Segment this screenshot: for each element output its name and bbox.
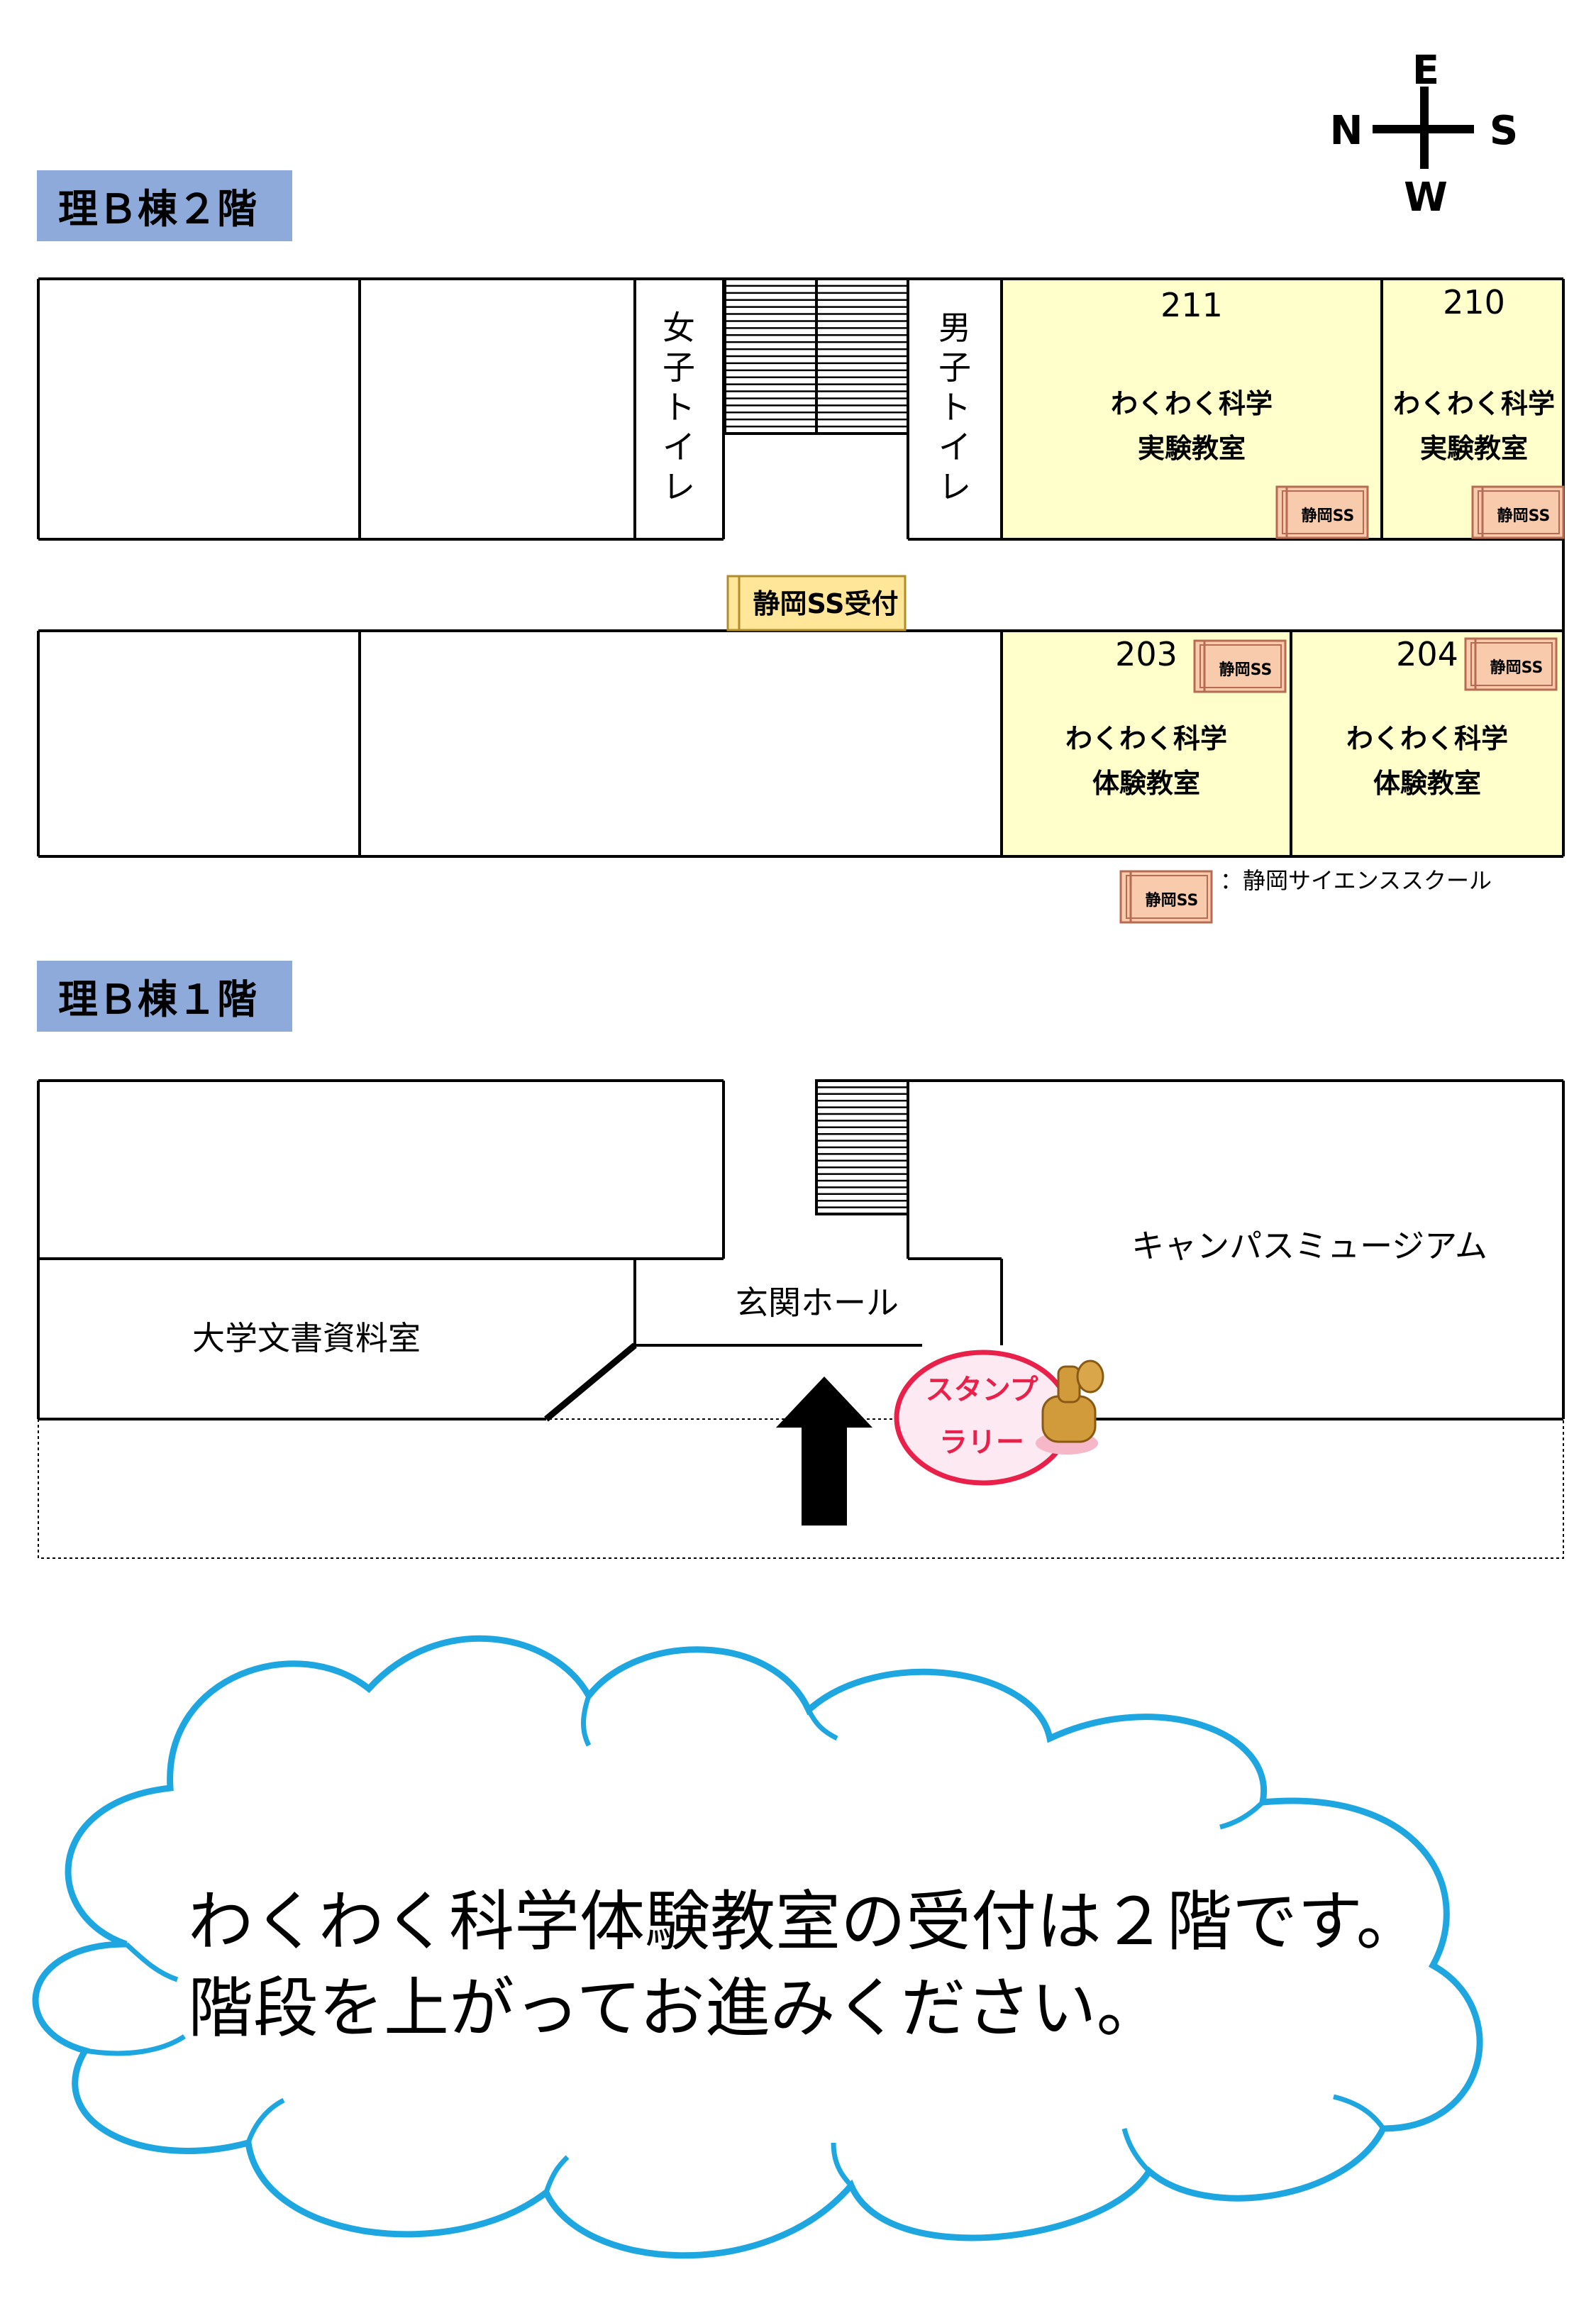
floor2-plan bbox=[37, 277, 1565, 858]
room-211-line2: 実験教室 bbox=[1138, 433, 1246, 464]
compass-west: W bbox=[1404, 175, 1448, 221]
ss-marker-210: 静岡SS bbox=[1471, 485, 1565, 539]
ss-legend: 静岡SS ：静岡サイエンススクール bbox=[1119, 867, 1492, 924]
floor2-title: 理Ｂ棟２階 bbox=[58, 187, 257, 233]
stairs-icon bbox=[724, 277, 909, 435]
notice-line1: わくわく科学体験教室の受付は２階です。 bbox=[188, 1884, 1422, 1960]
svg-text:静岡SS: 静岡SS bbox=[1146, 891, 1199, 910]
room-210-number: 210 bbox=[1443, 283, 1505, 321]
compass-south: S bbox=[1490, 108, 1518, 154]
room-210-line1: わくわく科学 bbox=[1393, 388, 1555, 419]
room-203-line1: わくわく科学 bbox=[1065, 723, 1227, 754]
ss-legend-marker: 静岡SS bbox=[1119, 870, 1213, 924]
stamp-line1: スタンプ bbox=[926, 1374, 1038, 1406]
compass-icon: E N S W bbox=[1330, 48, 1519, 221]
room-204-number: 204 bbox=[1396, 635, 1458, 673]
reception-marker[interactable]: 静岡SS受付 bbox=[726, 575, 907, 631]
svg-text:静岡SS: 静岡SS bbox=[1219, 661, 1273, 679]
stamp-rally-badge[interactable]: スタンプ ラリー bbox=[894, 1350, 1073, 1486]
campus-museum-label: キャンパスミュージアム bbox=[1131, 1227, 1487, 1265]
floor1-title-bg bbox=[37, 961, 292, 1032]
room-211-line1: わくわく科学 bbox=[1111, 388, 1273, 419]
room-204-line1: わくわく科学 bbox=[1346, 723, 1508, 754]
floor2-title-bg bbox=[37, 170, 292, 241]
reception-label: 静岡SS受付 bbox=[753, 588, 898, 619]
svg-text:女子トイレ: 女子トイレ bbox=[663, 309, 695, 506]
stamp-line2: ラリー bbox=[939, 1426, 1024, 1459]
svg-text:静岡SS: 静岡SS bbox=[1490, 658, 1544, 677]
entrance-hall-label: 玄関ホール bbox=[736, 1284, 899, 1322]
notice-line2: 階段を上がってお進みください。 bbox=[188, 1970, 1162, 2046]
room-203-number: 203 bbox=[1115, 635, 1177, 673]
ss-marker-203: 静岡SS bbox=[1193, 639, 1287, 693]
svg-text:静岡SS: 静岡SS bbox=[1497, 507, 1551, 525]
svg-text:男子トイレ: 男子トイレ bbox=[938, 309, 971, 506]
floor1-plan bbox=[37, 1079, 1565, 1559]
ss-legend-text: ：静岡サイエンススクール bbox=[1220, 867, 1492, 894]
stairs-icon bbox=[815, 1079, 909, 1215]
compass-east: E bbox=[1412, 48, 1439, 94]
ss-marker-211: 静岡SS bbox=[1275, 485, 1369, 539]
floor1-title: 理Ｂ棟１階 bbox=[58, 977, 257, 1023]
womens-toilet: 女子トイレ bbox=[663, 309, 695, 506]
compass-north: N bbox=[1330, 108, 1363, 154]
up-arrow-icon bbox=[776, 1377, 872, 1526]
room-203-line2: 体験教室 bbox=[1092, 768, 1200, 799]
svg-text:静岡SS: 静岡SS bbox=[1302, 507, 1355, 525]
room-204-line2: 体験教室 bbox=[1373, 768, 1481, 799]
room-211-number: 211 bbox=[1160, 286, 1223, 324]
mens-toilet: 男子トイレ bbox=[938, 309, 971, 506]
ss-marker-204: 静岡SS bbox=[1464, 637, 1558, 691]
room-210-line2: 実験教室 bbox=[1420, 433, 1528, 464]
rubber-stamp-icon bbox=[1036, 1359, 1104, 1455]
archives-room-label: 大学文書資料室 bbox=[192, 1319, 421, 1357]
notice-cloud bbox=[32, 1635, 1483, 2259]
